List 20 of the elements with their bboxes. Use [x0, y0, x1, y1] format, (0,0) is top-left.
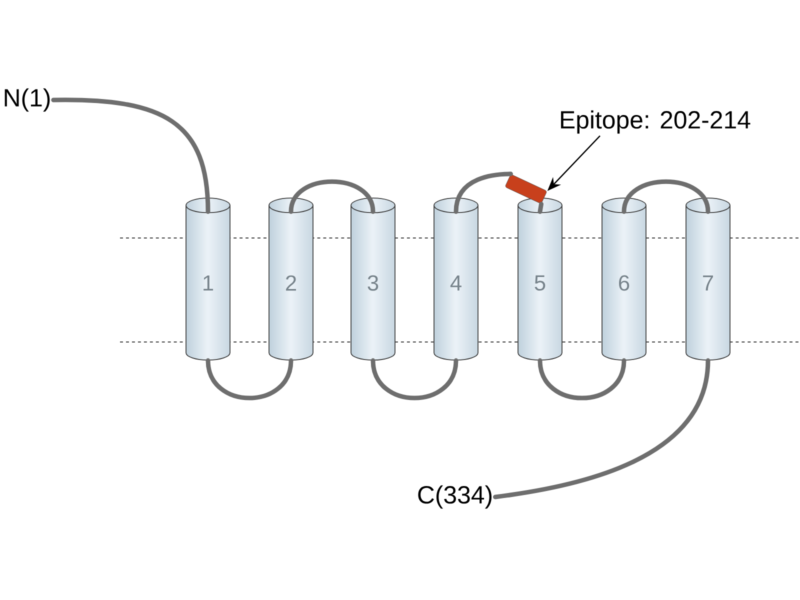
protein-loop [454, 172, 513, 214]
protein-loop [288, 179, 376, 214]
helix-cylinder: 1 [186, 198, 230, 361]
helix-cylinder: 6 [602, 198, 646, 361]
helix-cylinder: 3 [350, 198, 396, 361]
epitope-label: Epitope: 202-214 [561, 110, 750, 134]
epitope-segment [505, 174, 547, 204]
helix-cylinder: 4 [434, 198, 478, 361]
terminus-label: N(1) [4, 88, 50, 112]
helix-cylinder: 2 [268, 198, 314, 361]
protein-loop [206, 358, 294, 400]
terminus-label: C(334) [418, 485, 492, 509]
protein-loop [370, 358, 458, 400]
protein-loop [51, 98, 210, 214]
helix-cylinder: 7 [686, 198, 730, 361]
protein-loop [538, 202, 544, 214]
protein-loop [622, 179, 710, 214]
protein-loop [538, 358, 626, 400]
helix-cylinder: 5 [518, 198, 562, 361]
protein-loop [493, 358, 710, 500]
